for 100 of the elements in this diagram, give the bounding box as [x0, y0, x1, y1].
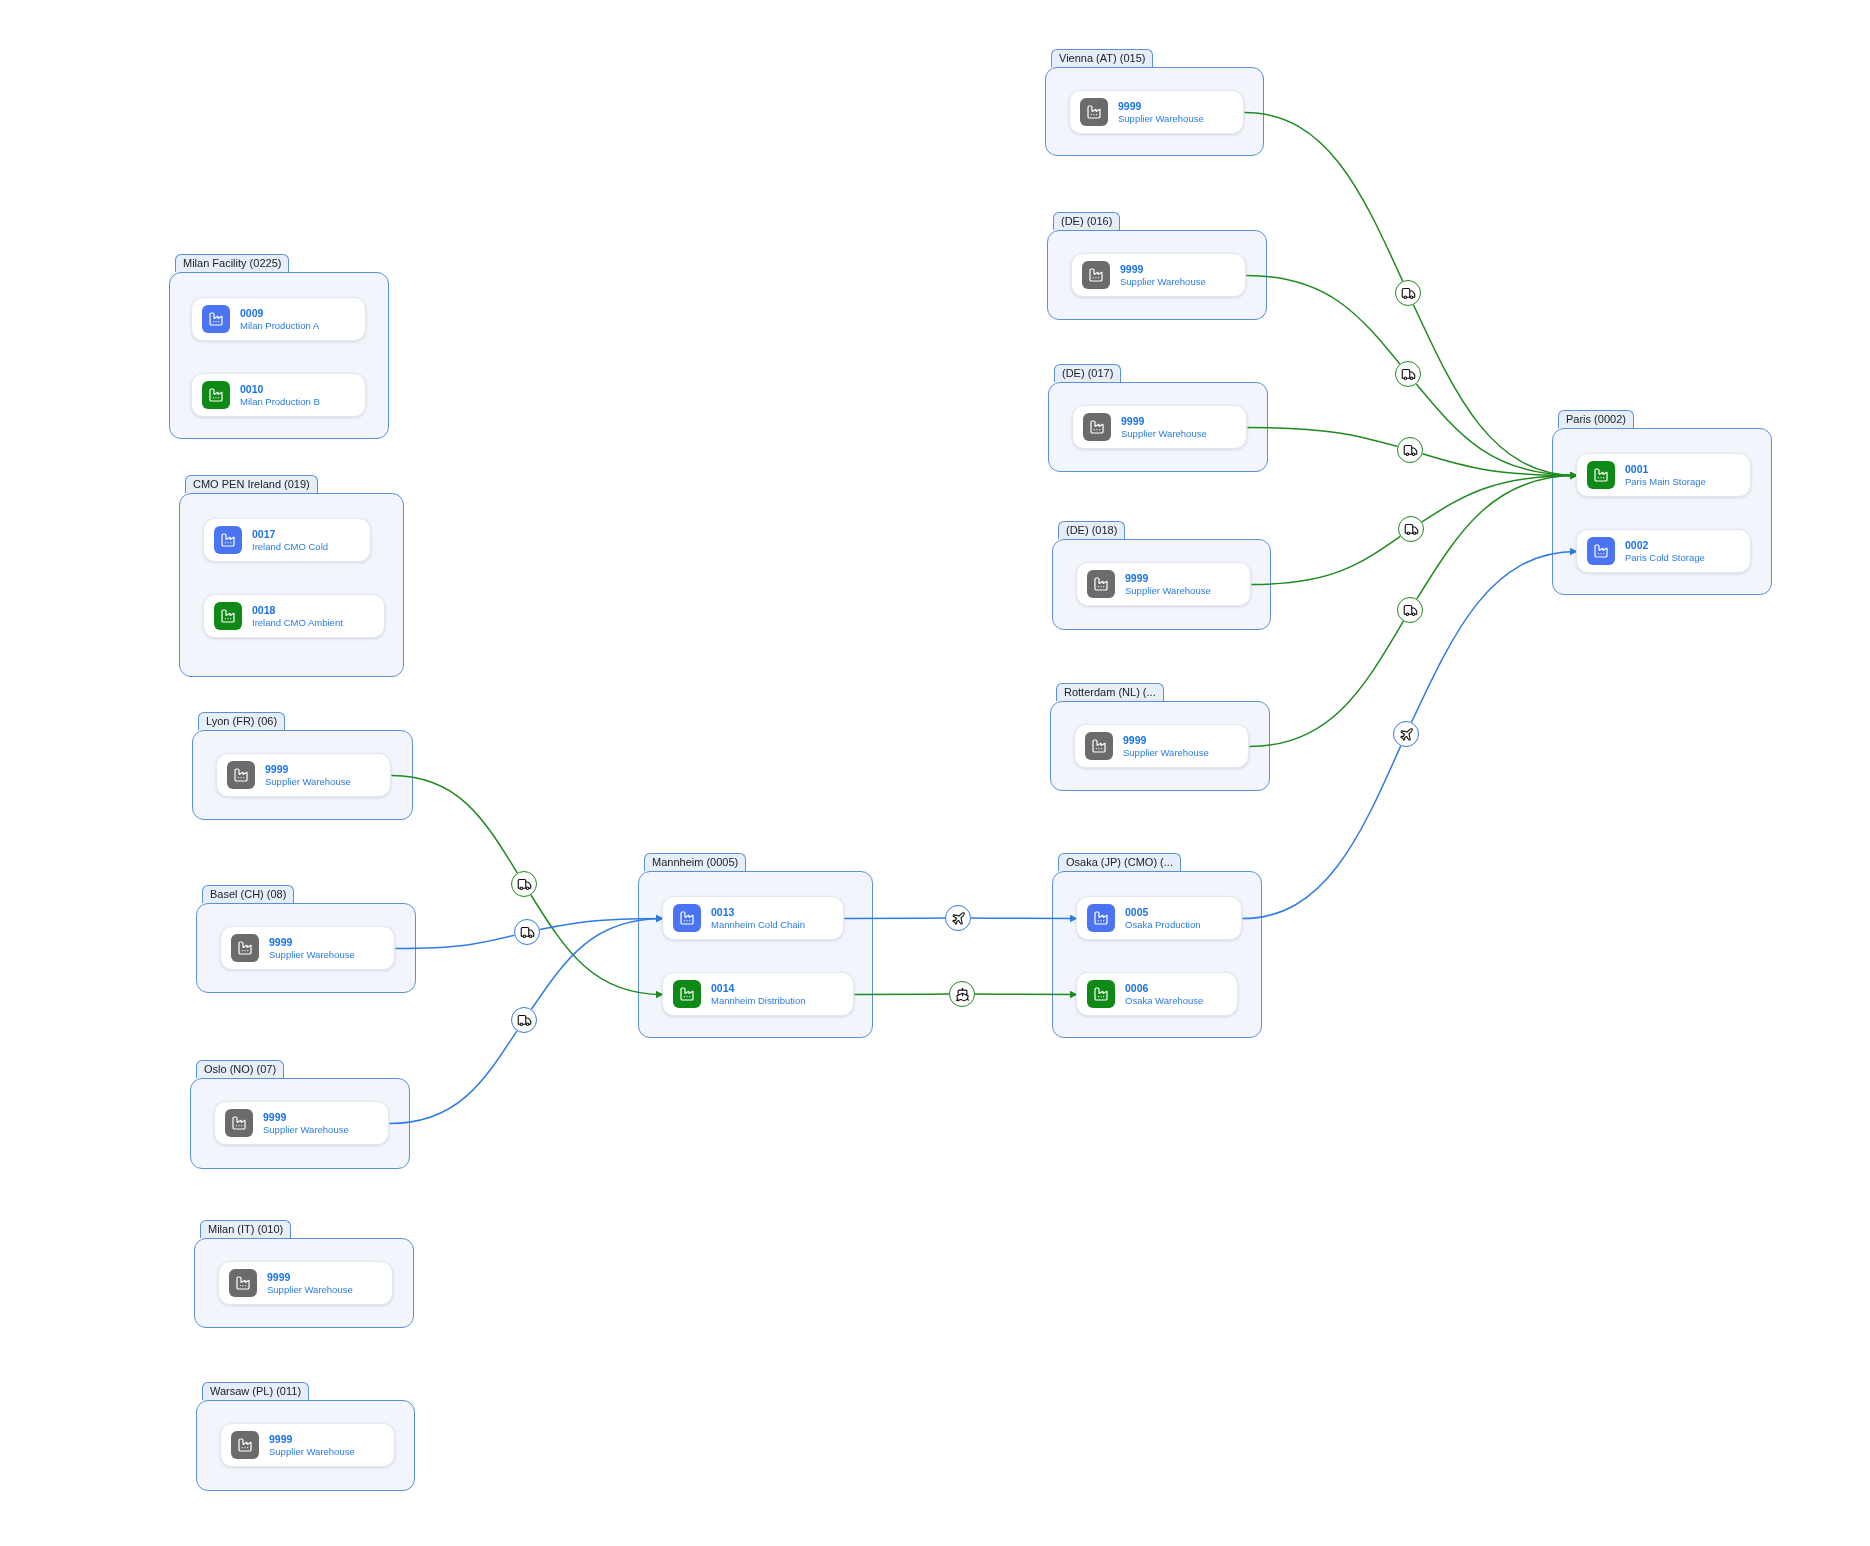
location-code: 9999	[1121, 414, 1146, 428]
location-name: Supplier Warehouse	[269, 1445, 355, 1458]
warehouse-card	[1071, 253, 1246, 297]
truck-icon	[1397, 597, 1423, 623]
route-arrow	[1410, 548, 1578, 723]
route-line	[1248, 620, 1405, 748]
warehouse-card	[662, 896, 844, 940]
warehouse-card	[1074, 724, 1249, 768]
truck-icon	[1395, 361, 1421, 387]
group-tab: Paris (0002)	[1558, 410, 1634, 428]
truck-icon	[511, 1007, 537, 1033]
location-code: 0013	[711, 905, 736, 919]
warehouse-card	[220, 926, 395, 970]
warehouse-card	[1076, 972, 1238, 1016]
group-tab: Milan Facility (0225)	[175, 254, 290, 272]
route-line	[843, 917, 946, 920]
route-arrow	[1416, 471, 1578, 600]
location-code: 9999	[1120, 262, 1145, 276]
route-line	[1245, 274, 1401, 365]
warehouse-card	[216, 753, 391, 797]
location-name: Supplier Warehouse	[1123, 746, 1209, 759]
location-name: Supplier Warehouse	[269, 948, 355, 961]
location-code: 9999	[269, 1432, 294, 1446]
warehouse-card	[1576, 453, 1751, 497]
location-name: Milan Production B	[240, 395, 320, 408]
warehouse-card	[1076, 896, 1242, 940]
route-line	[390, 774, 518, 874]
truck-icon	[1395, 280, 1421, 306]
group-tab: Osaka (JP) (CMO) (...	[1058, 853, 1181, 871]
route-arrow	[530, 914, 664, 1010]
location-code: 9999	[1125, 571, 1150, 585]
location-name: Milan Production A	[240, 319, 320, 332]
route-line	[1250, 535, 1402, 586]
location-code: 0018	[252, 603, 277, 617]
location-code: 9999	[263, 1110, 288, 1124]
location-name: Paris Main Storage	[1625, 475, 1706, 488]
location-name: Mannheim Cold Chain	[711, 918, 805, 931]
warehouse-card	[1576, 529, 1751, 573]
location-name: Supplier Warehouse	[267, 1283, 353, 1296]
group-tab: Vienna (AT) (015)	[1051, 49, 1154, 67]
group-tab: (DE) (018)	[1058, 521, 1126, 539]
warehouse-card	[218, 1261, 393, 1305]
warehouse-card	[1069, 90, 1244, 134]
location-name: Ireland CMO Cold	[252, 540, 329, 553]
route-arrow	[974, 990, 1078, 999]
group-tab: Basel (CH) (08)	[202, 885, 295, 903]
location-name: Ireland CMO Ambient	[252, 616, 343, 629]
location-code: 9999	[269, 935, 294, 949]
group-tab: Rotterdam (NL) (...	[1056, 683, 1164, 701]
group-tab: Milan (IT) (010)	[200, 1220, 292, 1238]
location-name: Supplier Warehouse	[1118, 112, 1204, 125]
location-code: 0009	[240, 306, 265, 320]
warehouse-card	[662, 972, 854, 1016]
truck-icon	[511, 871, 537, 897]
location-code: 0014	[711, 981, 736, 995]
location-name: Paris Cold Storage	[1625, 551, 1705, 564]
group-tab: Warsaw (PL) (011)	[202, 1382, 310, 1400]
location-code: 0017	[252, 527, 277, 541]
location-code: 9999	[267, 1270, 292, 1284]
warehouse-card	[203, 594, 385, 638]
warehouse-card	[1076, 562, 1251, 606]
truck-icon	[514, 919, 540, 945]
group-tab: (DE) (016)	[1053, 212, 1121, 230]
route-line	[1246, 426, 1399, 448]
route-arrow	[970, 914, 1078, 923]
warehouse-card	[1072, 405, 1247, 449]
location-name: Supplier Warehouse	[265, 775, 351, 788]
truck-icon	[1397, 437, 1423, 463]
ship-icon	[949, 981, 975, 1007]
route-line	[388, 1030, 518, 1125]
route-line	[853, 993, 950, 996]
location-code: 9999	[1118, 99, 1143, 113]
location-code: 9999	[265, 762, 290, 776]
group-tab: Oslo (NO) (07)	[196, 1060, 285, 1078]
warehouse-card	[191, 297, 366, 341]
group-tab: Lyon (FR) (06)	[198, 712, 286, 730]
route-line	[1243, 111, 1404, 282]
warehouse-card	[203, 518, 371, 562]
warehouse-card	[220, 1423, 395, 1467]
truck-icon	[1398, 516, 1424, 542]
warehouse-card	[214, 1101, 389, 1145]
route-line	[394, 934, 516, 950]
plane-icon	[945, 905, 971, 931]
location-code: 0010	[240, 382, 265, 396]
location-name: Supplier Warehouse	[263, 1123, 349, 1136]
location-code: 0005	[1125, 905, 1150, 919]
location-name: Supplier Warehouse	[1125, 584, 1211, 597]
location-name: Supplier Warehouse	[1120, 275, 1206, 288]
route-arrow	[530, 894, 664, 999]
plane-icon	[1393, 721, 1419, 747]
route-line	[1241, 745, 1402, 920]
location-code: 0001	[1625, 462, 1650, 476]
group-tab: CMO PEN Ireland (019)	[185, 475, 318, 493]
location-code: 0002	[1625, 538, 1650, 552]
warehouse-card	[191, 373, 366, 417]
location-name: Supplier Warehouse	[1121, 427, 1207, 440]
location-code: 9999	[1123, 733, 1148, 747]
group-tab: (DE) (017)	[1054, 364, 1122, 382]
location-code: 0006	[1125, 981, 1150, 995]
location-name: Osaka Warehouse	[1125, 994, 1204, 1007]
